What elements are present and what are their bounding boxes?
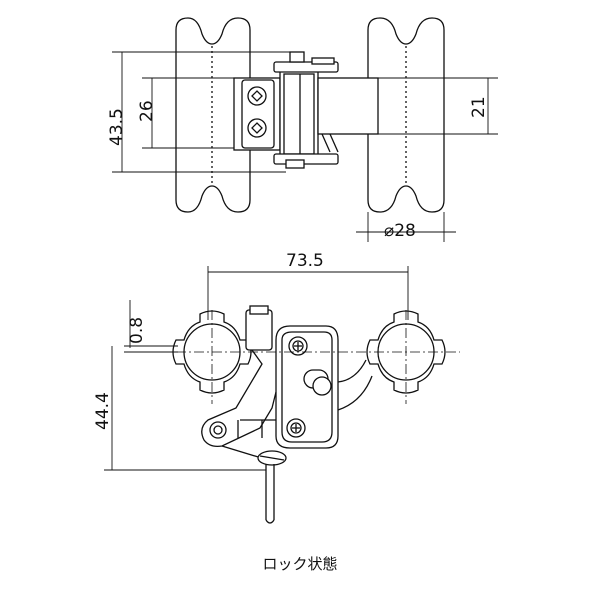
dimension-label-73-5: 73.5	[286, 251, 324, 271]
dimension-label-pipe-diameter: ⌀28	[384, 221, 416, 241]
dimension-label-43-5: 43.5	[107, 108, 127, 146]
dimension-label-0-8: 0.8	[127, 317, 147, 344]
right-pipe-top-view	[367, 17, 445, 213]
side-center-lines	[176, 310, 460, 404]
drawing-caption: ロック状態	[262, 555, 338, 573]
screw-bottom-right	[286, 418, 306, 438]
dimension-label-44-4: 44.4	[93, 392, 113, 430]
lock-knob	[303, 369, 332, 396]
clamp-body-side-view	[201, 305, 373, 461]
side-dimension-lines	[104, 266, 409, 471]
left-pipe-top-view	[175, 17, 251, 213]
top-view	[112, 17, 498, 242]
dimension-label-21: 21	[469, 96, 489, 118]
screw-top-right	[288, 336, 308, 356]
clamp-body-top-view	[233, 51, 379, 169]
side-view	[104, 266, 460, 524]
lock-pin-handle	[257, 450, 287, 524]
screw-left	[209, 421, 227, 439]
top-dimension-lines	[112, 51, 498, 242]
dimension-label-26: 26	[137, 100, 157, 122]
